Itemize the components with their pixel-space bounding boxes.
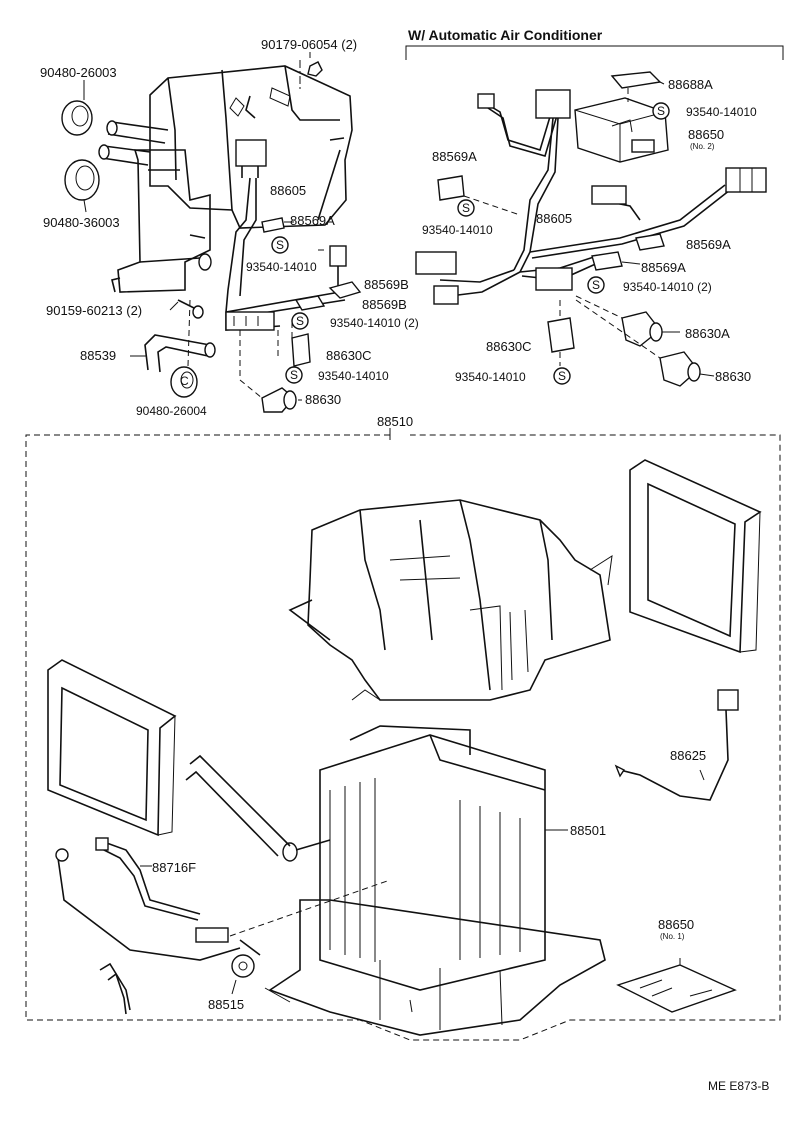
label-88569a-right-3: 88569A: [641, 260, 686, 275]
clip-symbol: C: [180, 374, 189, 388]
grommet-90480-26003: [61, 100, 93, 136]
figure-code: ME E873-B: [708, 1079, 770, 1093]
screw-symbol-left-2: S: [296, 314, 305, 328]
upper-left-assembly: [61, 52, 362, 413]
label-88539: 88539: [80, 348, 117, 363]
evaporator-seal-right: [629, 459, 762, 654]
label-88630-right: 88630: [715, 369, 752, 384]
screw-symbol-right-3: S: [592, 278, 601, 292]
evaporator-seal-left: [47, 659, 177, 837]
label-88650-no1-sub: (No. 1): [660, 932, 685, 941]
screw-symbol-right-1: S: [657, 104, 666, 118]
expansion-valve: [195, 927, 229, 943]
label-90480-36003: 90480-36003: [43, 215, 120, 230]
connector-88605-right-end: [725, 167, 767, 193]
label-93540-14010-right-2: 93540-14010: [422, 223, 493, 237]
lower-case: [268, 899, 606, 1036]
unit-88510-boundary: [25, 428, 781, 1041]
label-88650-no2: 88650: [688, 127, 725, 142]
group-bracket: [405, 45, 784, 60]
label-93540-14010-2-right: 93540-14010 (2): [623, 280, 712, 294]
screw-symbol-left-1: S: [276, 238, 285, 252]
cooling-unit: [47, 459, 762, 1036]
connector-88605-right-top: [535, 89, 571, 119]
label-88501: 88501: [570, 823, 607, 838]
upper-case: [307, 499, 611, 701]
label-88716f: 88716F: [152, 860, 197, 875]
label-88569b-2: 88569B: [362, 297, 407, 312]
screw-symbol-right-4: S: [558, 369, 567, 383]
screw-symbol-left-3: S: [290, 368, 299, 382]
label-90179-06054: 90179-06054 (2): [261, 37, 358, 52]
label-93540-14010-right-3: 93540-14010: [455, 370, 526, 384]
upper-right-assembly: [415, 71, 767, 387]
label-88688a: 88688A: [668, 77, 713, 92]
label-90480-26004: 90480-26004: [136, 404, 207, 418]
label-93540-14010-left-2: 93540-14010: [318, 369, 389, 383]
label-88569b-1: 88569B: [364, 277, 409, 292]
clamp-88515: [231, 954, 255, 978]
thermistor-88625: [717, 689, 739, 711]
evaporator-88501: [319, 734, 546, 991]
label-88569a-right-2: 88569A: [686, 237, 731, 252]
amplifier-board-88650-no1: [616, 964, 737, 1013]
label-88569a-right-1: 88569A: [432, 149, 477, 164]
label-88569a-left: 88569A: [290, 213, 335, 228]
label-93540-14010-2-left: 93540-14010 (2): [330, 316, 419, 330]
grommet-90480-36003: [64, 159, 100, 201]
label-90159-60213: 90159-60213 (2): [46, 303, 143, 318]
label-88650-no1: 88650: [658, 917, 695, 932]
label-88630c-right: 88630C: [486, 339, 532, 354]
label-93540-14010-right-1: 93540-14010: [686, 105, 757, 119]
group-title: W/ Automatic Air Conditioner: [408, 27, 603, 43]
connector-88605-left: [235, 139, 267, 167]
label-88605-left: 88605: [270, 183, 307, 198]
label-88630c-left: 88630C: [326, 348, 372, 363]
label-88605-right: 88605: [536, 211, 573, 226]
label-88625: 88625: [670, 748, 707, 763]
label-88630-left: 88630: [305, 392, 342, 407]
label-88510: 88510: [377, 414, 414, 429]
label-88650-no2-sub: (No. 2): [690, 142, 715, 151]
label-90480-26003: 90480-26003: [40, 65, 117, 80]
label-88515: 88515: [208, 997, 245, 1012]
label-93540-14010-left-1: 93540-14010: [246, 260, 317, 274]
screw-symbol-right-2: S: [462, 201, 471, 215]
label-88630a: 88630A: [685, 326, 730, 341]
